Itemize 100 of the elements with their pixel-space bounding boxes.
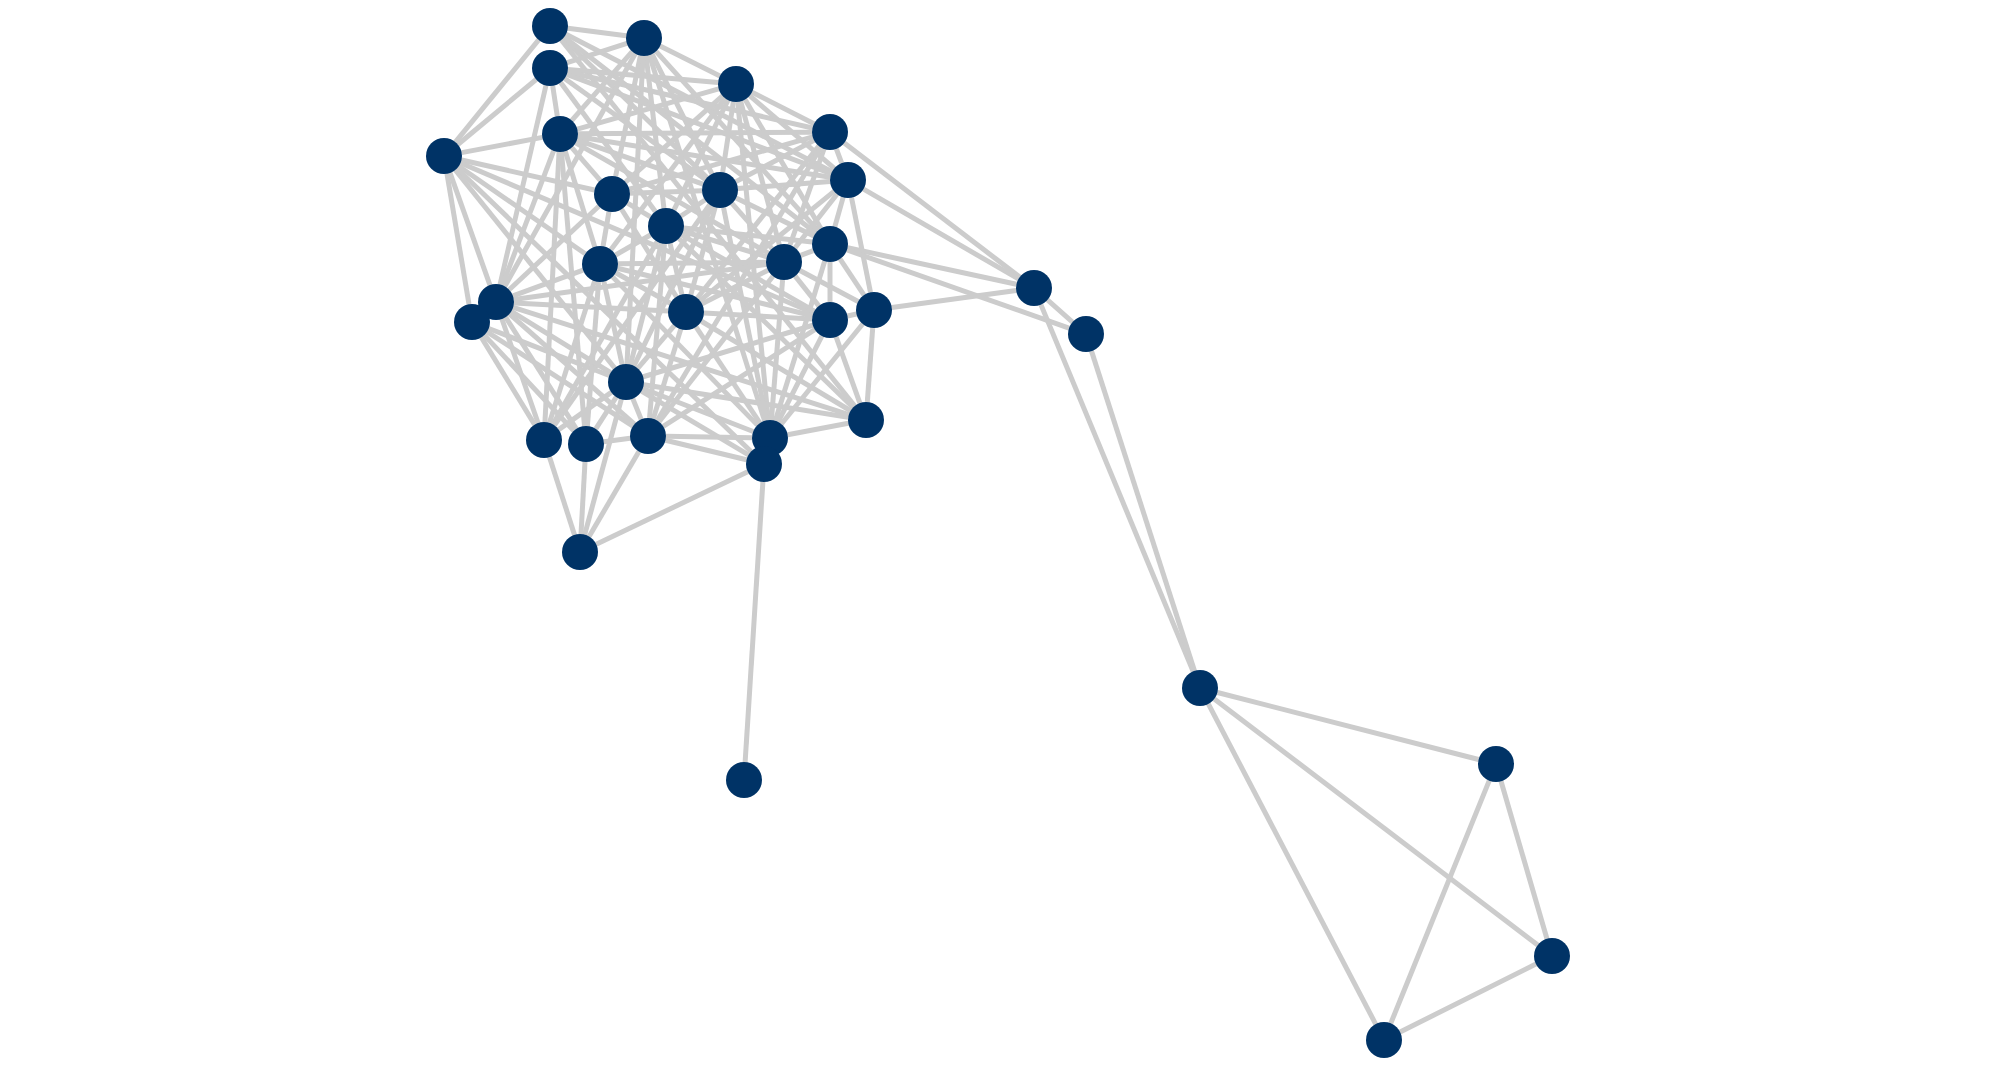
network-node [1016,270,1052,306]
network-node [1478,746,1514,782]
network-edge [557,390,613,432]
network-edge [1399,961,1537,1035]
network-edge [600,211,612,247]
network-edge [833,336,863,404]
network-edge [679,197,707,219]
network-edge [482,333,576,433]
network-edge [626,201,652,219]
network-edge [847,245,1017,287]
network-edge [512,267,584,299]
network-node [1182,670,1218,706]
network-edge [497,85,549,285]
network-edge [1045,298,1075,324]
network-edge [559,151,587,427]
network-edge [657,274,775,424]
network-edge [456,77,538,147]
network-edge [613,55,643,177]
network-edge [447,172,493,286]
network-edge [787,420,849,438]
network-edge [700,267,770,307]
network-node [626,20,662,56]
network-node [718,66,754,102]
network-edge [542,151,562,423]
network-edge [742,98,824,230]
network-edge [664,437,748,463]
network-edge [688,206,718,296]
network-edge [500,149,556,287]
network-edge [659,43,721,79]
network-node [856,292,892,328]
network-edge [578,461,588,535]
network-edge [693,325,763,425]
network-edge [655,146,823,422]
network-node [542,116,578,152]
network-edge [730,201,774,251]
network-node [526,422,562,458]
network-edge [574,140,770,256]
network-edge [567,69,813,131]
network-edge [507,312,637,426]
network-edge [629,188,703,196]
network-edge [623,94,725,184]
network-edge [461,157,595,193]
network-node [812,302,848,338]
network-edge [565,72,833,176]
network-edge [608,96,728,252]
network-node [648,208,684,244]
network-edge [444,173,472,305]
network-edge [1388,779,1492,1025]
network-node [848,402,884,438]
network-edge [566,41,628,65]
network-node [746,446,782,482]
network-edge [1038,303,1196,673]
network-edge [647,54,767,422]
network-edge [499,318,541,424]
network-edge [617,259,767,267]
network-edge [680,232,816,314]
network-edge [671,99,731,211]
network-edge [558,81,658,213]
network-edge [503,315,579,431]
network-edge [507,204,601,292]
network-edge [768,279,786,421]
network-edge [455,166,753,454]
network-edge [703,310,813,322]
network-edge [793,192,839,250]
network-edge [603,435,631,445]
network-node [426,138,462,174]
network-edge [735,101,771,421]
network-edge [561,36,709,180]
network-edge [864,327,876,403]
network-edge [510,309,612,375]
network-edge [738,100,782,246]
network-node [830,162,866,198]
network-edge [661,327,817,429]
network-edge [628,134,814,192]
network-edge [547,456,577,536]
network-node [1366,1022,1402,1058]
network-edge [833,147,845,165]
network-edge [779,322,865,426]
network-edge [631,205,715,367]
network-edge [721,207,769,421]
network-edge [457,164,587,256]
network-edge [584,281,602,427]
network-edge [837,257,867,297]
network-edge [1212,696,1540,948]
network-edge [601,281,625,365]
network-edge [547,280,597,424]
network-edge [735,195,815,239]
network-edge [1206,702,1378,1026]
network-node [562,534,598,570]
network-edge [647,243,667,419]
network-edge [485,329,635,429]
network-edge [563,76,707,182]
network-edge [667,242,685,296]
network-edge [677,236,855,410]
network-edge [748,93,836,171]
network-edge [827,262,833,302]
network-node [702,172,738,208]
network-edge [799,248,815,258]
network-edge [610,275,760,427]
network-edge [862,186,1020,282]
